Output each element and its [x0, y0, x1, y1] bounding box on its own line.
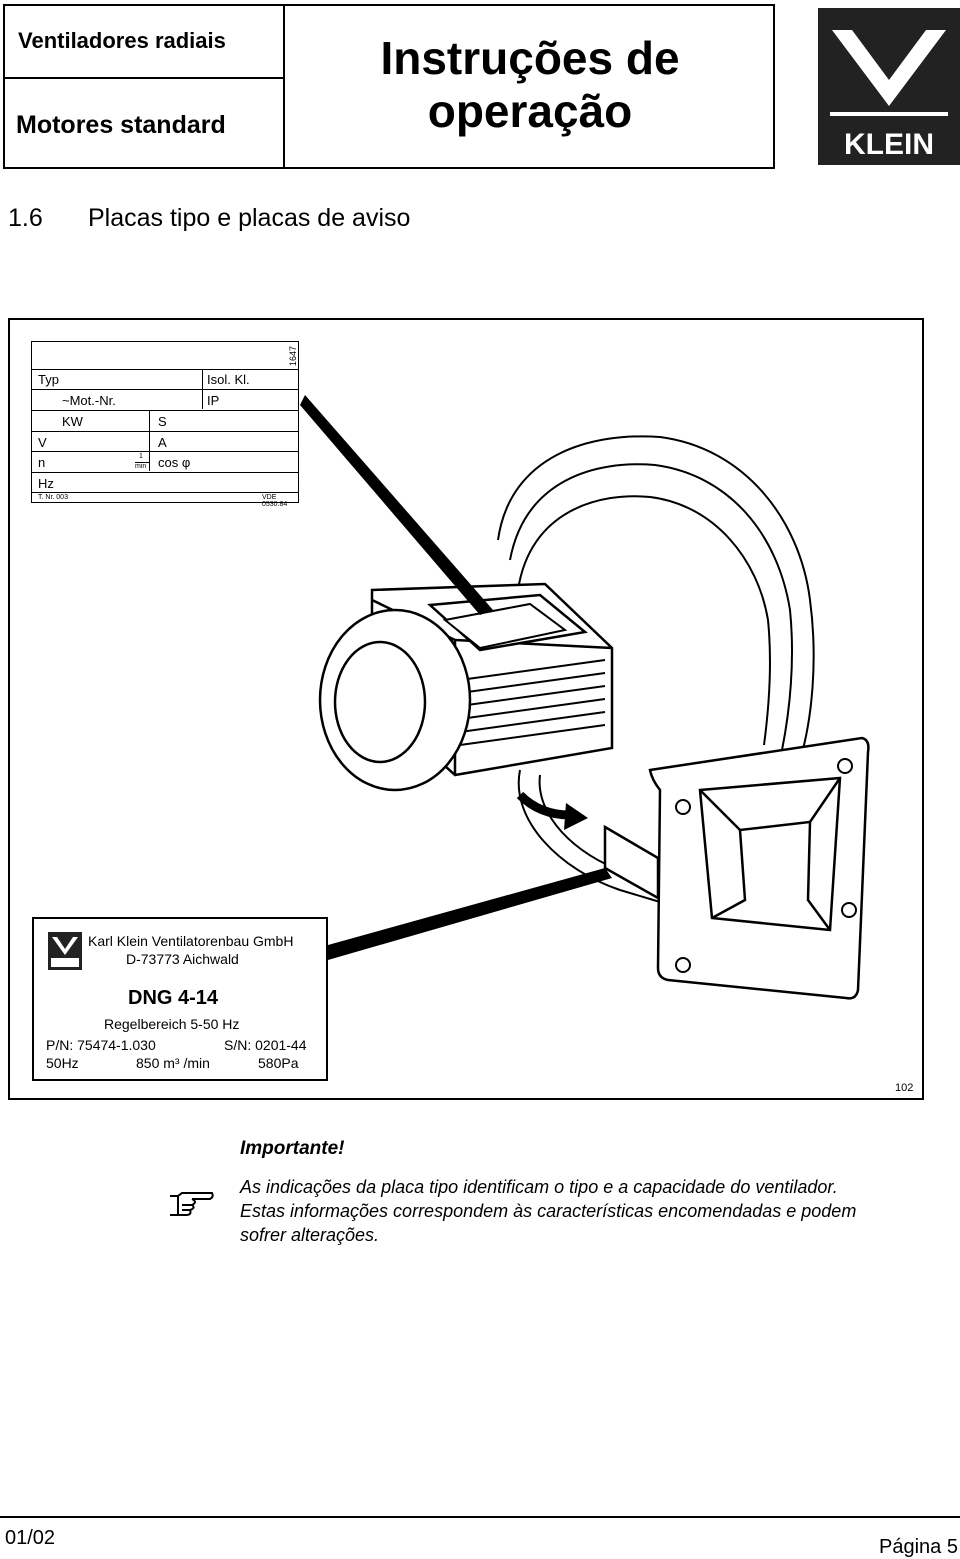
klein-small-logo — [48, 932, 82, 970]
fraction-numerator: 1 — [139, 453, 143, 460]
section-number: 1.6 — [8, 204, 43, 232]
fraction-denominator: min — [135, 463, 147, 470]
hz-label: Hz — [38, 476, 54, 491]
header-divider — [3, 77, 285, 79]
part-number: P/N: 75474-1.030 — [46, 1037, 156, 1053]
regulation-range: Regelbereich 5-50 Hz — [104, 1016, 240, 1032]
important-text-line: As indicações da placa tipo identificam … — [240, 1177, 838, 1197]
nameplate-code: 1647 — [288, 345, 298, 366]
serial-number: S/N: 0201-44 — [224, 1037, 307, 1053]
motor-nameplate: Typ Isol. Kl. ~Mot.-Nr. IP KW S V A n 1 … — [31, 341, 299, 508]
s-label: S — [158, 414, 167, 429]
isol-label: Isol. Kl. — [207, 372, 250, 387]
fan-nameplate: Karl Klein Ventilatorenbau GmbH D-73773 … — [32, 917, 328, 1081]
header-product-line: Ventiladores radiais — [18, 28, 226, 53]
footer-divider — [0, 1516, 960, 1518]
company-name: Karl Klein Ventilatorenbau GmbH — [88, 933, 294, 949]
pointing-hand-icon — [170, 1192, 214, 1216]
header-divider — [283, 4, 285, 169]
figure-frame — [8, 318, 924, 1100]
v-label: V — [38, 435, 47, 450]
page-title: Instruções de operação — [380, 32, 680, 137]
kw-label: KW — [62, 414, 83, 429]
part-number: T. Nr. 003 — [38, 494, 68, 501]
fan-illustration — [300, 395, 870, 1000]
logo-text: KLEIN — [844, 128, 934, 161]
footer-date: 01/02 — [5, 1527, 56, 1549]
important-text-line: sofrer alterações. — [240, 1225, 380, 1245]
air-flow: 850 m³ /min — [136, 1055, 210, 1071]
section-title: Placas tipo e placas de aviso — [88, 204, 411, 232]
figure-number: 102 — [895, 1082, 914, 1094]
cos-phi-label: cos φ — [158, 455, 191, 470]
klein-logo: KLEIN — [818, 8, 960, 165]
company-address: D-73773 Aichwald — [126, 951, 239, 967]
ip-label: IP — [207, 393, 220, 408]
important-text-line: Estas informações correspondem às caract… — [240, 1201, 857, 1221]
n-label: n — [38, 455, 46, 470]
pressure: 580Pa — [258, 1055, 299, 1071]
model-name: DNG 4-14 — [128, 987, 219, 1009]
frequency: 50Hz — [46, 1055, 79, 1071]
page-number: Página 5 — [879, 1536, 958, 1558]
header-subtitle: Motores standard — [16, 111, 226, 139]
typ-label: Typ — [38, 372, 59, 387]
vde-code: VDE 0530.84 — [262, 494, 288, 508]
mot-nr-label: ~Mot.-Nr. — [62, 393, 116, 408]
a-label: A — [158, 435, 167, 450]
important-title: Importante! — [240, 1138, 345, 1159]
header-box — [3, 4, 775, 169]
